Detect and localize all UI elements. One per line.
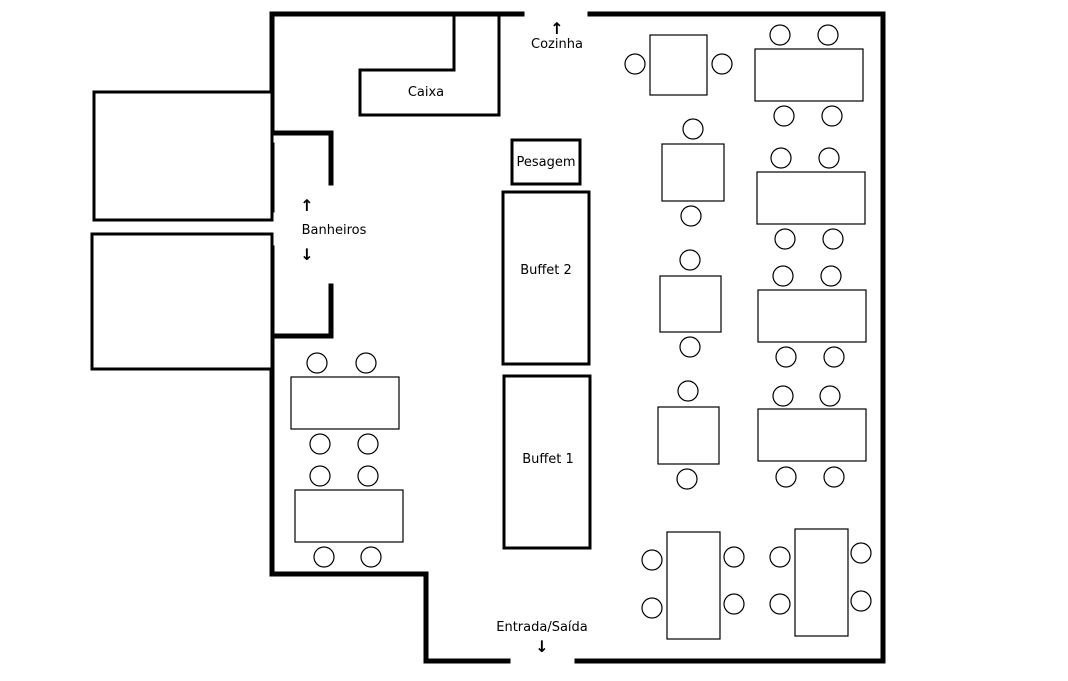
chair — [624, 53, 646, 75]
chair — [772, 265, 794, 287]
chair — [680, 205, 702, 227]
chair — [818, 147, 840, 169]
chair — [357, 465, 379, 487]
chair — [769, 24, 791, 46]
chair — [773, 105, 795, 127]
entrance-arrow-icon: ↓ — [535, 637, 548, 656]
chair — [823, 466, 845, 488]
bottom-tables — [641, 528, 872, 640]
chair — [679, 336, 701, 358]
chair — [360, 546, 382, 568]
chair — [677, 380, 699, 402]
table — [659, 275, 722, 333]
chair — [769, 593, 791, 615]
table — [756, 171, 866, 225]
chair — [355, 352, 377, 374]
buffet-2-counter — [501, 190, 591, 366]
bathroom-room-1 — [92, 90, 274, 222]
chair — [817, 24, 839, 46]
bathroom-up-arrow-icon: ↑ — [300, 196, 313, 215]
chair — [770, 147, 792, 169]
left-tables — [290, 352, 404, 568]
chair — [641, 597, 663, 619]
chair — [723, 593, 745, 615]
buffet-1-counter — [502, 374, 592, 550]
chair — [775, 346, 797, 368]
kitchen-label: Cozinha — [531, 37, 583, 52]
table — [661, 143, 725, 202]
chair — [682, 118, 704, 140]
corridor-wall-bottom — [269, 283, 334, 339]
buffet-1-label: Buffet 1 — [522, 452, 574, 467]
chair — [774, 228, 796, 250]
chair — [819, 385, 841, 407]
chair — [723, 546, 745, 568]
entrance-label: Entrada/Saída — [496, 620, 588, 635]
buffet-2-label: Buffet 2 — [520, 263, 572, 278]
table — [754, 48, 864, 102]
cashier-label: Caixa — [408, 85, 444, 100]
table — [794, 528, 849, 637]
wall-left-lower — [269, 327, 429, 664]
chair — [775, 466, 797, 488]
corridor-wall-top — [269, 130, 334, 186]
chair — [309, 433, 331, 455]
chair — [850, 542, 872, 564]
chair — [772, 385, 794, 407]
kitchen-arrow-icon: ↑ — [550, 19, 563, 38]
right-tables — [754, 24, 867, 488]
chair — [822, 228, 844, 250]
weighing-label: Pesagem — [516, 155, 575, 170]
table — [294, 489, 404, 543]
chair — [309, 465, 331, 487]
table — [666, 531, 721, 640]
chair — [821, 105, 843, 127]
chair — [676, 468, 698, 490]
square-tables — [624, 34, 733, 490]
table — [757, 408, 867, 462]
chair — [357, 433, 379, 455]
bathrooms-label: Banheiros — [302, 223, 367, 238]
bathroom-corridor — [90, 90, 334, 371]
chair — [769, 546, 791, 568]
cashier-counter — [358, 12, 501, 117]
chair — [641, 549, 663, 571]
chair — [313, 546, 335, 568]
bathroom-room-2 — [90, 232, 274, 371]
chair — [823, 346, 845, 368]
outer-walls — [269, 11, 886, 664]
chair — [850, 590, 872, 612]
table — [757, 289, 867, 343]
table — [290, 376, 400, 430]
chair — [306, 352, 328, 374]
table — [649, 34, 708, 96]
chair — [820, 265, 842, 287]
chair — [711, 53, 733, 75]
table — [657, 406, 720, 465]
bathroom-down-arrow-icon: ↓ — [300, 245, 313, 264]
chair — [679, 249, 701, 271]
weighing-station — [510, 138, 582, 186]
